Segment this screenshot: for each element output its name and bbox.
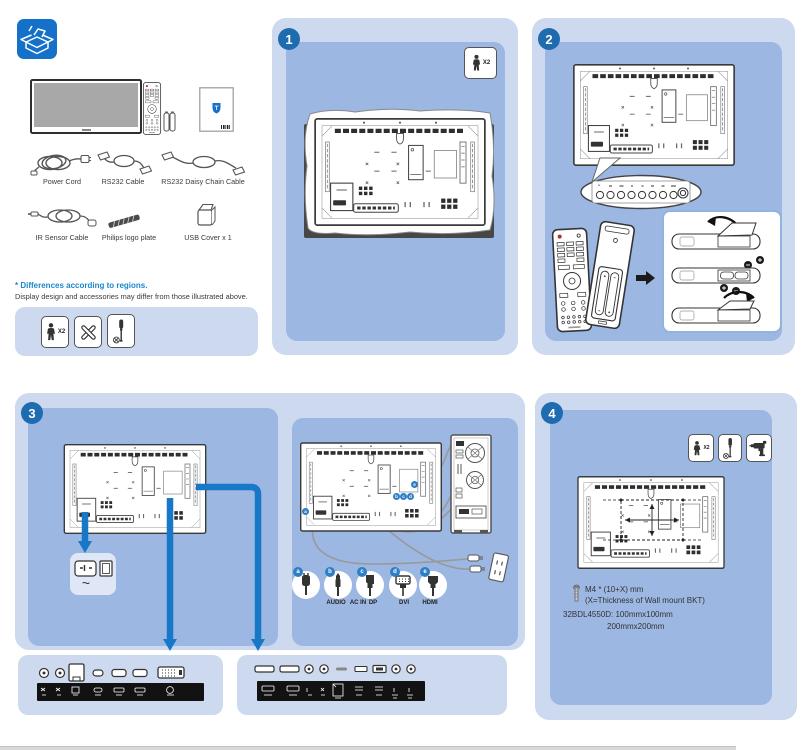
- step2-display-rear: [573, 64, 735, 166]
- power-cord-illustration: [30, 154, 91, 176]
- step4-person-count: X2: [703, 445, 710, 451]
- ir-sensor-cable-illustration: [28, 209, 97, 227]
- cable-label-audio: AUDIO: [326, 600, 346, 606]
- rs232-daisy-chain-illustration: [161, 151, 246, 176]
- regions-note-title: * Differences according to regions.: [15, 281, 148, 290]
- step3-pc-connection-illustration: [300, 434, 509, 583]
- step4-drill-icon: [746, 434, 772, 462]
- usb-cover-illustration: [197, 203, 216, 226]
- arrow-right-icon: [636, 271, 655, 285]
- step4-person-x2-icon: X2: [688, 434, 714, 462]
- vesa-spec-line1: 32BDL4550D: 100mmx100mm: [563, 610, 673, 619]
- cutter-icon: [74, 316, 102, 348]
- screwdriver-icon: [107, 314, 135, 348]
- person-x2-icon: X2: [41, 316, 69, 348]
- ac-symbol: ~: [81, 575, 91, 591]
- connector-strip-1-graphic: [37, 663, 204, 701]
- connector-strip-2: [237, 655, 507, 715]
- step4-vesa-overlay: [603, 498, 703, 542]
- step2-battery-install-box: [662, 210, 782, 333]
- connector-dot-a: a: [302, 508, 309, 515]
- cable-letter-e: e: [420, 567, 430, 577]
- displayport-plug-icon: [366, 575, 374, 596]
- power-plug-icon: [302, 573, 310, 595]
- step3-display-rear-left: [63, 444, 207, 534]
- connector-dot-b: b: [393, 493, 400, 500]
- person-count-label: X2: [57, 329, 66, 335]
- cable-label-dvi: DVI: [398, 600, 409, 606]
- step1-person-x2-icon: X2: [464, 47, 497, 79]
- connector-dot-d: d: [407, 493, 414, 500]
- step3-badge: 3: [21, 402, 43, 424]
- step3-ac-inlet-box: ~: [70, 553, 116, 595]
- cable-letter-b: b: [325, 567, 335, 577]
- step4-badge: 4: [541, 402, 563, 424]
- screw-note-text: (X=Thickness of Wall mount BKT): [585, 596, 705, 605]
- regions-note-body: Display design and accessories may diffe…: [15, 292, 248, 301]
- step1-badge: 1: [278, 28, 300, 50]
- cable-label-hdmi: HDMI: [422, 600, 438, 606]
- audio-jack-icon: [335, 573, 341, 596]
- display-front-illustration: [30, 79, 142, 134]
- screw-spec-text: M4 * (10+X) mm: [585, 585, 644, 594]
- step2-control-panel-callout: [580, 157, 702, 210]
- accessory-label-rs232: RS232 Cable: [101, 177, 145, 186]
- cable-label-ac-in: AC IN: [349, 600, 367, 606]
- connector-dot-e: e: [411, 481, 418, 488]
- vesa-spec-line2: 200mmx200mm: [607, 622, 665, 631]
- dvi-plug-icon: [395, 575, 411, 596]
- remote-control-illustration: [142, 82, 162, 135]
- accessory-label-ir-sensor: IR Sensor Cable: [35, 233, 89, 242]
- unboxing-icon: [17, 19, 57, 59]
- accessory-label-logo-plate: Philips logo plate: [101, 233, 157, 242]
- screw-icon: [573, 584, 580, 602]
- accessory-label-daisy-chain: RS232 Daisy Chain Cable: [161, 177, 245, 186]
- quick-start-guide-document: [199, 87, 234, 132]
- accessory-label-usb-cover: USB Cover x 1: [184, 233, 232, 242]
- connector-strip-1: [18, 655, 223, 715]
- cable-letter-d: d: [390, 567, 400, 577]
- accessory-label-power-cord: Power Cord: [43, 177, 81, 186]
- cable-letter-c: c: [357, 567, 367, 577]
- batteries-illustration: [163, 111, 176, 132]
- connector-dot-c: c: [400, 493, 407, 500]
- ac-inlet-icon: [74, 560, 113, 577]
- hdmi-plug-icon: [428, 576, 438, 596]
- step2-badge: 2: [538, 28, 560, 50]
- philips-logo-plate-illustration: [108, 214, 140, 228]
- rs232-cable-illustration: [97, 151, 152, 175]
- page-edge-strip: [0, 746, 736, 750]
- battery-install-steps: [671, 216, 764, 324]
- step4-screwdriver-icon: [718, 434, 742, 462]
- cable-letter-a: a: [293, 567, 303, 577]
- step1-unpack-illustration: [304, 108, 495, 238]
- step1-person-count: X2: [482, 60, 491, 66]
- connector-strip-2-graphic: [254, 664, 425, 701]
- cable-label-dp: DP: [368, 600, 378, 606]
